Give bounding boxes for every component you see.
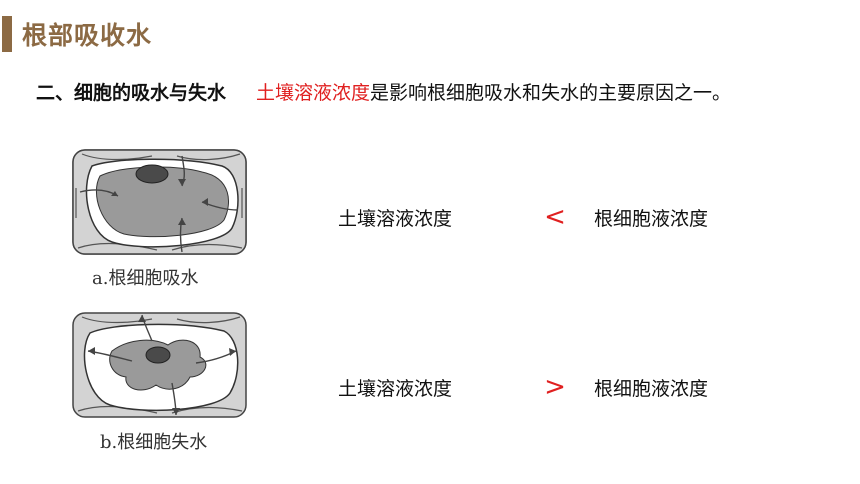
cell-sap-concentration-label: 根细胞液浓度 — [594, 377, 709, 400]
soil-concentration-label: 土壤溶液浓度 — [338, 207, 453, 230]
title-bar: 根部吸收水 — [0, 14, 152, 54]
subtitle-text: 是影响根细胞吸水和失水的主要原因之一。 — [370, 82, 732, 104]
greater-than-sign: > — [544, 372, 566, 402]
comparison-row-absorb: 土壤溶液浓度 < 根细胞液浓度 — [338, 202, 708, 232]
cell-absorb-figure — [72, 148, 248, 258]
section-heading: 二、细胞的吸水与失水 — [36, 82, 227, 104]
caption-absorb: a.根细胞吸水 — [92, 268, 199, 289]
cell-lose-figure — [72, 311, 248, 421]
subtitle-row: 二、细胞的吸水与失水 土壤溶液浓度 是影响根细胞吸水和失水的主要原因之一。 — [36, 78, 731, 105]
highlight-keyword: 土壤溶液浓度 — [256, 82, 371, 104]
caption-lose: b.根细胞失水 — [100, 432, 208, 453]
page-title: 根部吸收水 — [22, 21, 153, 50]
cell-sap-concentration-label: 根细胞液浓度 — [594, 207, 709, 230]
soil-concentration-label: 土壤溶液浓度 — [338, 377, 453, 400]
title-accent-bar — [2, 16, 12, 52]
less-than-sign: < — [544, 202, 566, 232]
comparison-row-lose: 土壤溶液浓度 > 根细胞液浓度 — [338, 372, 708, 402]
